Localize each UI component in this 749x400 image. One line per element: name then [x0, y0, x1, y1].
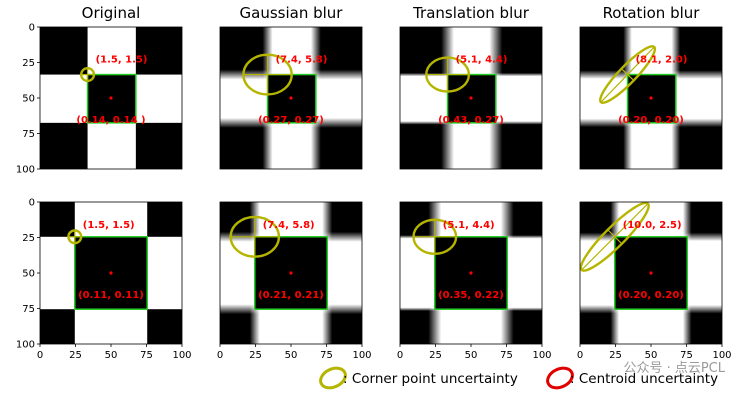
- x-tick-label: 50: [645, 350, 658, 361]
- x-tick-label: 50: [465, 350, 478, 361]
- legend-entry: : Centroid uncertainty: [546, 366, 718, 390]
- centroid-marker: [649, 271, 653, 275]
- corner-uncertainty-label: (5.1, 4.4): [456, 55, 508, 66]
- legend-ellipse-icon: [546, 366, 574, 390]
- y-tick-label: 100: [16, 165, 35, 176]
- corner-uncertainty-label: (10.0, 2.5): [623, 220, 682, 231]
- subplot-title: Translation blur: [412, 4, 530, 22]
- subplot-r0-c0: (1.5, 1.5) (0.14, 0.14 ) Original 0 25 50 75 10…: [16, 4, 183, 176]
- x-tick-label: 50: [105, 350, 118, 361]
- subplot-title: Rotation blur: [603, 4, 701, 22]
- subplot-r1-c3: (10.0, 2.5) (0.20, 0.20) 0 25 50 75 100: [577, 201, 732, 361]
- corner-uncertainty-label: (5.1, 4.4): [443, 220, 495, 231]
- corner-uncertainty-ellipse: [412, 218, 458, 256]
- x-tick-label: 25: [609, 350, 622, 361]
- centroid-marker: [109, 271, 113, 275]
- corner-uncertainty-label: (7.4, 5.8): [263, 220, 315, 231]
- legend-label: : Centroid uncertainty: [570, 371, 718, 387]
- y-tick-label: 50: [22, 269, 35, 280]
- y-tick-label: 75: [22, 129, 35, 140]
- x-tick-label: 75: [680, 350, 693, 361]
- legend-ellipse-icon: [319, 366, 347, 390]
- axes-frame: [579, 26, 723, 170]
- corner-uncertainty-ellipse: [599, 45, 657, 104]
- y-tick-label: 25: [22, 58, 35, 69]
- corner-uncertainty-ellipse: [579, 201, 650, 272]
- x-tick-label: 50: [285, 350, 298, 361]
- x-tick-label: 75: [320, 350, 333, 361]
- x-tick-label: 75: [500, 350, 513, 361]
- centroid-uncertainty-label: (0.20, 0.20): [618, 115, 684, 126]
- corner-uncertainty-label: (8.1, 2.0): [636, 55, 688, 66]
- x-tick-label: 25: [429, 350, 442, 361]
- corner-uncertainty-label: (1.5, 1.5): [83, 220, 135, 231]
- ellipse-minor-axis: [621, 68, 635, 81]
- axes-frame: [219, 26, 363, 170]
- y-tick-label: 100: [16, 340, 35, 351]
- corner-uncertainty-ellipse: [242, 53, 293, 96]
- subplot-r1-c2: (5.1, 4.4) (0.35, 0.22) 0 25 50 75 100: [397, 201, 552, 361]
- y-tick-label: 0: [29, 23, 35, 34]
- ellipse-minor-axis: [607, 229, 623, 245]
- centroid-marker: [469, 271, 473, 275]
- legend: : Corner point uncertainty : Centroid unc…: [319, 361, 726, 390]
- axes-frame: [399, 26, 543, 170]
- subplot-r0-c3: (8.1, 2.0) (0.20, 0.20) Rotation blur: [579, 4, 723, 170]
- x-tick-label: 100: [532, 350, 551, 361]
- watermark: 公众号 · 点云PCL: [623, 361, 725, 376]
- x-tick-label: 0: [577, 350, 583, 361]
- corner-uncertainty-ellipse: [79, 66, 96, 83]
- x-tick-label: 100: [352, 350, 371, 361]
- corner-uncertainty-ellipse: [229, 215, 281, 258]
- centroid-uncertainty-label: (0.11, 0.11): [78, 290, 144, 301]
- corner-uncertainty-label: (1.5, 1.5): [96, 55, 148, 66]
- legend-label: : Corner point uncertainty: [343, 371, 518, 387]
- x-tick-label: 100: [712, 350, 731, 361]
- centroid-marker: [469, 96, 473, 100]
- centroid-marker: [289, 96, 293, 100]
- subplot-r1-c1: (7.4, 5.8) (0.21, 0.21) 0 25 50 75 100: [217, 201, 372, 361]
- corner-uncertainty-ellipse: [67, 229, 83, 245]
- x-tick-label: 0: [217, 350, 223, 361]
- centroid-marker: [109, 96, 113, 100]
- centroid-uncertainty-label: (0.21, 0.21): [258, 290, 324, 301]
- square-outline: [446, 73, 497, 124]
- y-tick-label: 75: [22, 304, 35, 315]
- square-outline: [614, 236, 688, 310]
- square-outline: [626, 73, 677, 124]
- x-tick-label: 100: [172, 350, 191, 361]
- y-tick-label: 25: [22, 233, 35, 244]
- subplot-r0-c2: (5.1, 4.4) (0.43, 0.27) Translation blur: [399, 4, 543, 170]
- centroid-uncertainty-label: (0.27, 0.27): [258, 115, 324, 126]
- legend-entry: : Corner point uncertainty: [319, 366, 518, 390]
- subplot-title: Original: [82, 4, 141, 22]
- square-outline: [434, 236, 508, 310]
- centroid-marker: [649, 96, 653, 100]
- centroid-uncertainty-label: (0.14, 0.14 ): [76, 115, 145, 126]
- x-tick-label: 0: [37, 350, 43, 361]
- subplot-title: Gaussian blur: [240, 4, 344, 22]
- square-outline: [86, 73, 137, 124]
- centroid-marker: [289, 271, 293, 275]
- x-tick-label: 0: [397, 350, 403, 361]
- y-tick-label: 50: [22, 94, 35, 105]
- square-outline: [254, 236, 328, 310]
- x-tick-label: 25: [249, 350, 262, 361]
- centroid-uncertainty-label: (0.35, 0.22): [438, 290, 504, 301]
- square-outline: [74, 236, 148, 310]
- x-tick-label: 25: [69, 350, 82, 361]
- x-tick-label: 75: [140, 350, 153, 361]
- subplot-r0-c1: (7.4, 5.8) (0.27, 0.27) Gaussian blur: [219, 4, 363, 170]
- y-tick-label: 0: [29, 198, 35, 209]
- corner-uncertainty-ellipse: [425, 56, 471, 93]
- centroid-uncertainty-label: (0.20, 0.20): [618, 290, 684, 301]
- corner-uncertainty-label: (7.4, 5.8): [276, 55, 328, 66]
- centroid-uncertainty-label: (0.43, 0.27): [438, 115, 504, 126]
